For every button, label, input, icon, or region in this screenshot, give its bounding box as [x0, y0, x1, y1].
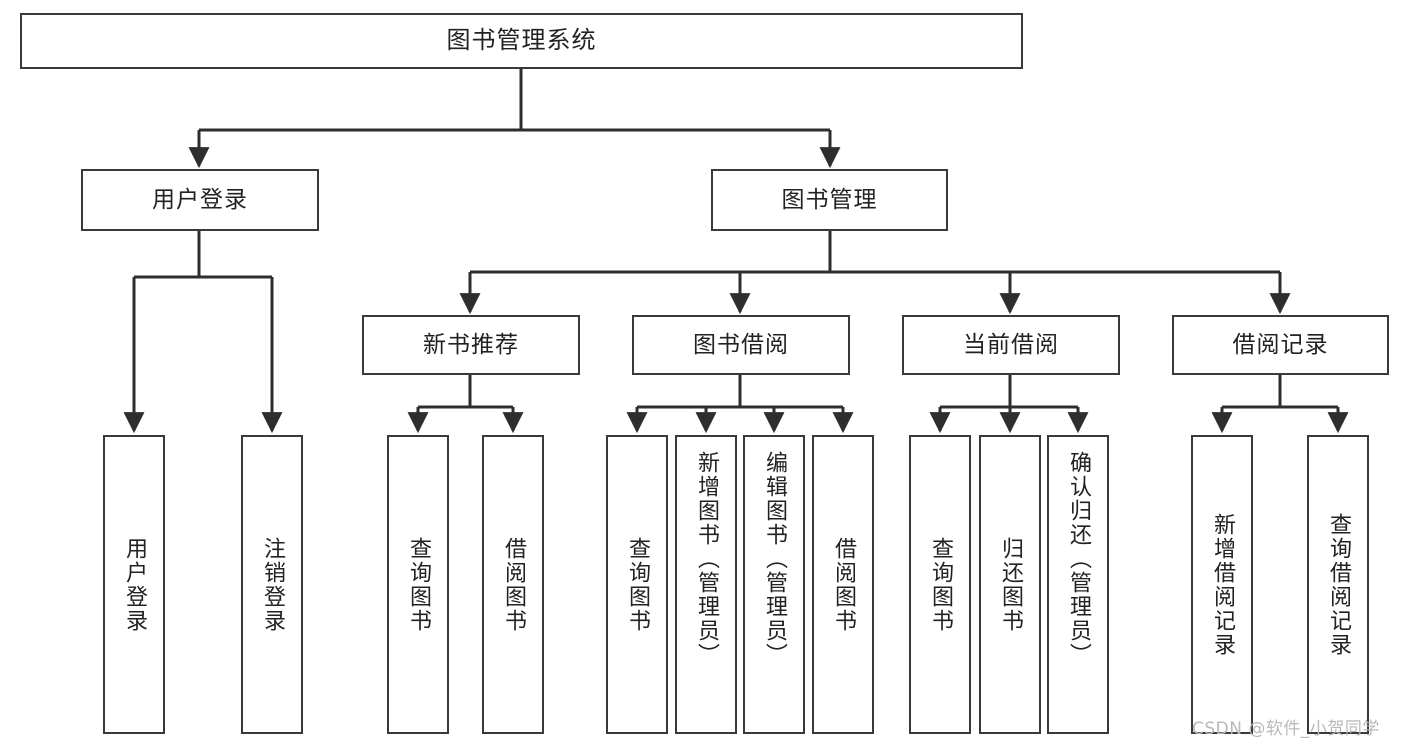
node-label: 借阅图书: [500, 536, 526, 633]
node-leaf-add-borrow-record[interactable]: 新增借阅记录: [1191, 435, 1253, 734]
node-label: 查询图书: [927, 536, 953, 633]
node-borrow-record[interactable]: 借阅记录: [1172, 315, 1389, 375]
node-label: 查询图书: [405, 536, 431, 633]
node-label: 借阅记录: [1232, 331, 1329, 358]
node-leaf-borrow-book[interactable]: 借阅图书: [812, 435, 874, 734]
node-leaf-query-borrow-record[interactable]: 查询借阅记录: [1307, 435, 1369, 734]
node-leaf-confirm-return[interactable]: 确认归还（管理员）: [1047, 435, 1109, 734]
node-user-login[interactable]: 用户登录: [81, 169, 319, 231]
node-leaf-borrow-book-recommend[interactable]: 借阅图书: [482, 435, 544, 734]
node-leaf-user-logout[interactable]: 注销登录: [241, 435, 303, 734]
node-label: 当前借阅: [963, 331, 1059, 358]
node-current-borrow[interactable]: 当前借阅: [902, 315, 1120, 375]
node-label: 图书管理: [781, 186, 878, 213]
node-label: 确认归还（管理员）: [1065, 451, 1091, 667]
node-book-borrow[interactable]: 图书借阅: [632, 315, 850, 375]
node-leaf-query-book-recommend[interactable]: 查询图书: [387, 435, 449, 734]
node-label: 新书推荐: [423, 331, 519, 358]
node-label: 图书借阅: [693, 331, 789, 358]
node-leaf-edit-book[interactable]: 编辑图书（管理员）: [743, 435, 805, 734]
node-label: 注销登录: [259, 536, 285, 633]
node-book-manage[interactable]: 图书管理: [711, 169, 948, 231]
node-leaf-add-book[interactable]: 新增图书（管理员）: [675, 435, 737, 734]
node-leaf-return-book[interactable]: 归还图书: [979, 435, 1041, 734]
node-label: 编辑图书（管理员）: [761, 451, 787, 667]
node-label: 新增图书（管理员）: [693, 451, 719, 667]
node-label: 新增借阅记录: [1209, 512, 1235, 657]
node-label: 借阅图书: [830, 536, 856, 633]
node-label: 归还图书: [997, 536, 1023, 633]
node-leaf-query-book-borrow[interactable]: 查询图书: [606, 435, 668, 734]
node-new-book-recommend[interactable]: 新书推荐: [362, 315, 580, 375]
node-label: 用户登录: [152, 186, 248, 213]
node-root-book-management-system[interactable]: 图书管理系统: [20, 13, 1023, 69]
node-label: 图书管理系统: [446, 26, 597, 55]
node-label: 查询借阅记录: [1325, 512, 1351, 657]
csdn-watermark: CSDN @软件_小贺同学: [1192, 719, 1380, 739]
node-label: 查询图书: [624, 536, 650, 633]
node-leaf-user-login[interactable]: 用户登录: [103, 435, 165, 734]
node-label: 用户登录: [121, 536, 147, 633]
node-leaf-query-book-current[interactable]: 查询图书: [909, 435, 971, 734]
